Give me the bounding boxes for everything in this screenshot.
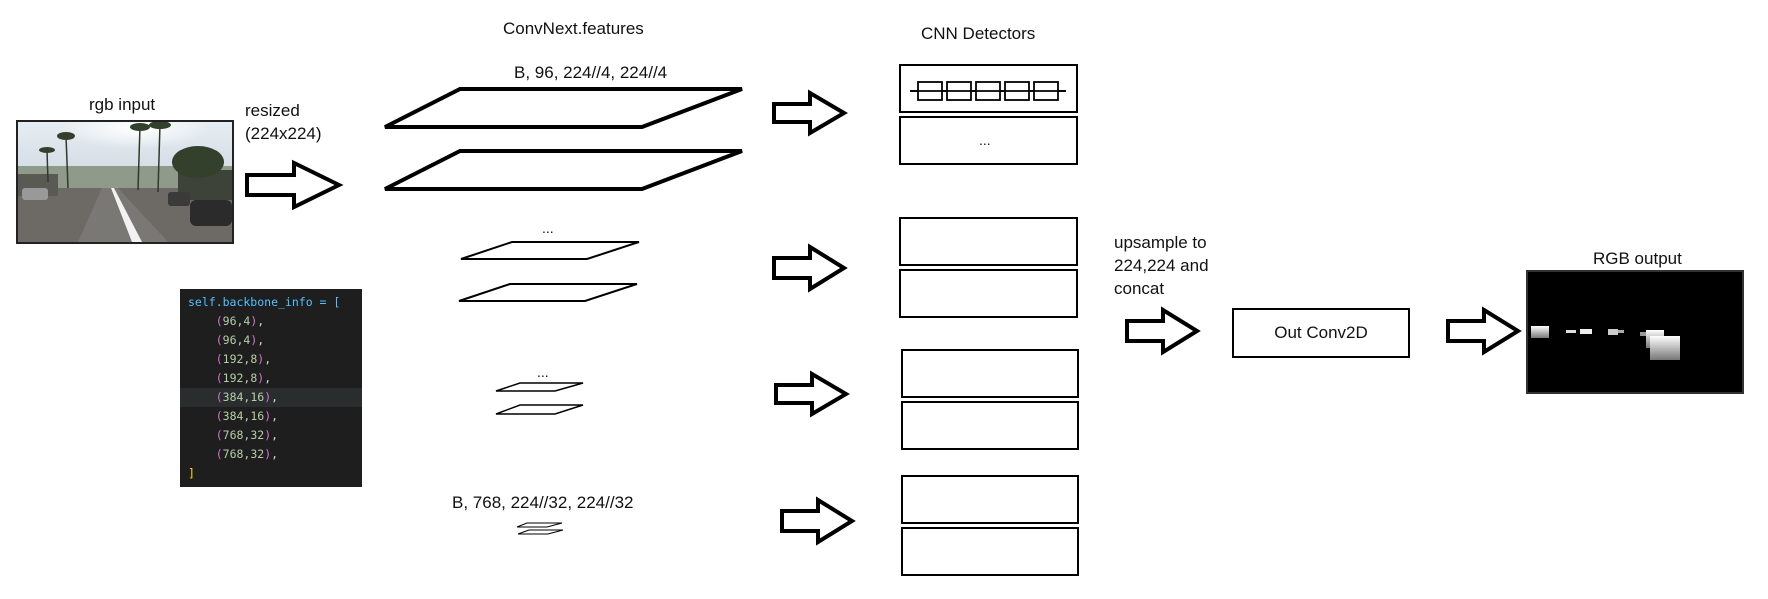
diagram-title: ConvNext.features (503, 19, 644, 38)
arrow-icon-resize (245, 159, 344, 211)
input-label: rgb input (89, 95, 156, 114)
feature-plane-level3-a (495, 382, 584, 392)
arrow-icon-level2 (772, 243, 848, 293)
detector-box-level2-top (899, 217, 1078, 266)
code-line-closing: ] (188, 464, 354, 483)
output-label: RGB output (1593, 249, 1682, 268)
conv-layers-icon (910, 81, 1066, 101)
code-line-entry: (384,16), (215, 409, 279, 423)
arrow-icon-level3 (774, 370, 850, 418)
feature-plane-level2-a (460, 241, 640, 260)
feature-plane-level1-b (384, 149, 743, 191)
upsample-label: upsample to 224,224 and concat (1114, 233, 1209, 298)
street-scene-illustration (18, 122, 232, 242)
feature-plane-level4-a (516, 522, 563, 528)
code-entry-value: 384,16 (222, 390, 265, 404)
out-conv-label: Out Conv2D (1274, 323, 1368, 343)
code-closing-bracket: ] (188, 466, 195, 480)
code-entry-value: 96,4 (222, 333, 251, 347)
detector-ellipsis: ... (979, 132, 991, 148)
code-line-entry: (96,4), (215, 314, 265, 328)
code-entry-value: 384,16 (222, 409, 265, 423)
detector-box-level4-top (901, 475, 1079, 524)
code-line-entry: (96,4), (215, 333, 265, 347)
feature-plane-level1-a (384, 87, 743, 129)
code-entry-value: 192,8 (222, 371, 258, 385)
arrow-icon-level4 (780, 496, 856, 546)
arrow-icon-level1 (772, 89, 848, 137)
rgb-input-image (16, 120, 234, 244)
detector-box-level3-bottom (901, 401, 1079, 450)
code-line-declaration: self.backbone_info = [ (188, 293, 354, 312)
detector-box-level4-bottom (901, 527, 1079, 576)
code-declaration-text: self.backbone_info = [ (188, 295, 341, 309)
code-line-entry: (768,32), (215, 428, 279, 442)
code-entry-value: 192,8 (222, 352, 258, 366)
ellipsis-level-3: ... (537, 364, 549, 380)
code-entry-value: 96,4 (222, 314, 251, 328)
segmentation-output-illustration (1528, 272, 1742, 392)
rgb-output-image (1526, 270, 1744, 394)
backbone-info-code: self.backbone_info = [ (96,4), (96,4), (… (180, 289, 362, 487)
code-entry-value: 768,32 (222, 428, 265, 442)
feature-plane-level4-b (517, 529, 564, 535)
arrow-icon-upsample (1125, 306, 1201, 356)
feature-plane-level2-b (458, 283, 638, 302)
code-entry-value: 768,32 (222, 447, 265, 461)
feature-plane-level3-b (495, 404, 584, 415)
detector-box-level2-bottom (899, 269, 1078, 318)
code-line-entry: (384,16), (180, 388, 362, 407)
ellipsis-level-2: ... (542, 220, 554, 236)
resize-label: resized (224x224) (245, 101, 322, 143)
out-conv-box (1232, 308, 1410, 358)
code-line-entry: (768,32), (215, 447, 279, 461)
detector-box-level1-bottom (899, 116, 1078, 165)
arrow-icon-output (1446, 306, 1522, 356)
code-line-entry: (192,8), (215, 371, 272, 385)
feature-bottom-label: B, 768, 224//32, 224//32 (452, 493, 634, 512)
feature-top-label: B, 96, 224//4, 224//4 (514, 63, 668, 82)
detectors-title: CNN Detectors (921, 24, 1036, 43)
detector-box-level3-top (901, 349, 1079, 398)
code-line-entry: (192,8), (215, 352, 272, 366)
